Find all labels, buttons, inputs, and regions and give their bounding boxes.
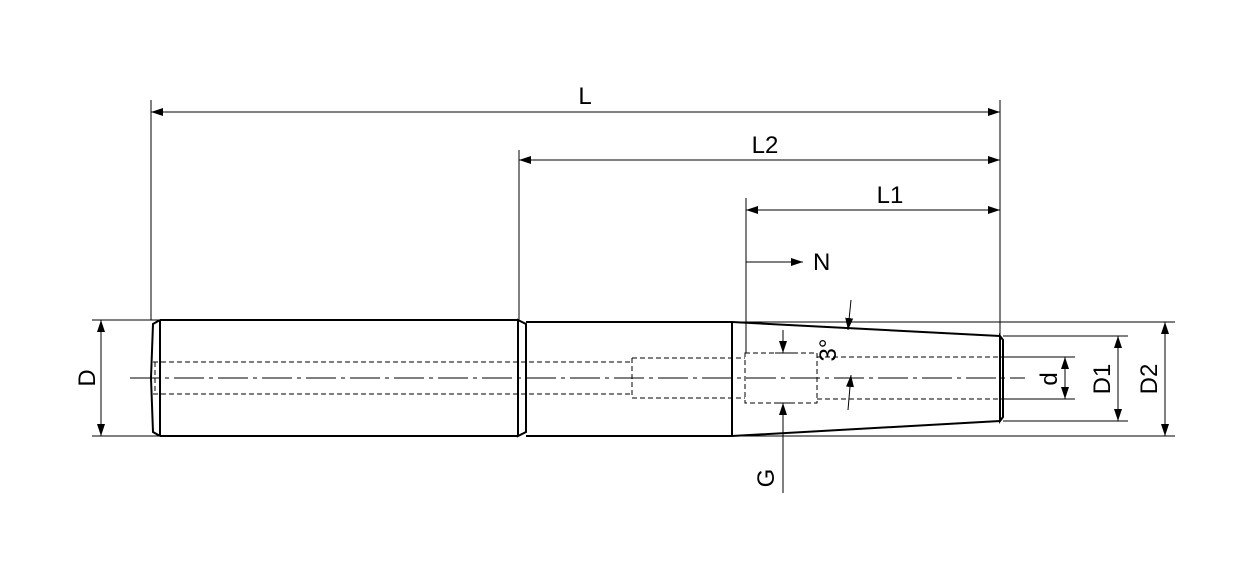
label-D1: D1 [1089,364,1116,395]
label-G: G [753,469,780,488]
label-d: d [1036,372,1063,385]
label-L1: L1 [877,182,904,209]
dimension-D2: D2 [732,321,1175,437]
dimension-L: L [150,83,1001,336]
label-angle: 3° [815,339,842,362]
label-D: D [74,369,101,386]
label-L: L [578,83,591,110]
dimension-L2: L2 [518,132,1000,320]
dimension-N: N [746,249,830,276]
label-D2: D2 [1136,364,1163,395]
dimension-L1: L1 [745,182,1000,353]
label-L2: L2 [752,132,779,159]
dimension-G: G [753,330,795,493]
label-N: N [813,249,830,276]
dimension-D: D [74,319,160,437]
shank-outline [149,318,1004,438]
dimension-taper-angle: 3° [815,299,854,411]
dimension-D1: D1 [1003,335,1128,422]
dimension-d: d [1000,356,1075,400]
